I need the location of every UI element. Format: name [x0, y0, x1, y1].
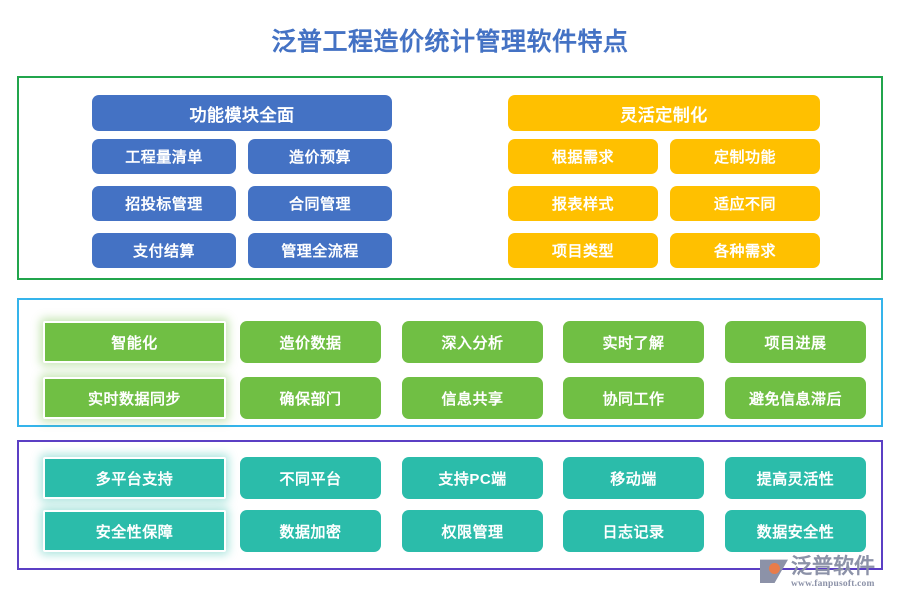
brand-name: 泛普软件	[791, 555, 875, 578]
fanpu-logo-icon	[760, 559, 788, 583]
card-core-orange-r2c2[interactable]: 适应不同	[670, 186, 820, 221]
card-platform-r2c1[interactable]: 安全性保障	[43, 510, 226, 552]
card-platform-r2c2[interactable]: 数据加密	[240, 510, 381, 552]
card-platform-r1c4[interactable]: 移动端	[563, 457, 704, 499]
card-intel-r2c1[interactable]: 实时数据同步	[43, 377, 226, 419]
card-core-blue-r1c1[interactable]: 工程量清单	[92, 139, 236, 174]
card-platform-r1c1[interactable]: 多平台支持	[43, 457, 226, 499]
page-title: 泛普工程造价统计管理软件特点	[271, 28, 629, 56]
card-platform-r2c4[interactable]: 日志记录	[563, 510, 704, 552]
card-core-blue-r2c1[interactable]: 招投标管理	[92, 186, 236, 221]
card-intel-r1c3[interactable]: 深入分析	[402, 321, 543, 363]
card-intel-r1c2[interactable]: 造价数据	[240, 321, 381, 363]
card-intel-r2c2[interactable]: 确保部门	[240, 377, 381, 419]
card-core-orange-r3c1[interactable]: 项目类型	[508, 233, 658, 268]
brand-url: www.fanpusoft.com	[791, 579, 875, 589]
card-core-blue-r1c2[interactable]: 造价预算	[248, 139, 392, 174]
card-core-orange-header[interactable]: 灵活定制化	[508, 95, 820, 131]
card-platform-r2c5[interactable]: 数据安全性	[725, 510, 866, 552]
card-platform-r1c3[interactable]: 支持PC端	[402, 457, 543, 499]
card-core-orange-r1c2[interactable]: 定制功能	[670, 139, 820, 174]
card-core-orange-r2c1[interactable]: 报表样式	[508, 186, 658, 221]
card-core-orange-r3c2[interactable]: 各种需求	[670, 233, 820, 268]
card-intel-r2c3[interactable]: 信息共享	[402, 377, 543, 419]
card-core-blue-header[interactable]: 功能模块全面	[92, 95, 392, 131]
brand-logo: 泛普软件 www.fanpusoft.com	[760, 556, 896, 596]
card-core-blue-r3c1[interactable]: 支付结算	[92, 233, 236, 268]
card-intel-r1c4[interactable]: 实时了解	[563, 321, 704, 363]
card-core-blue-r3c2[interactable]: 管理全流程	[248, 233, 392, 268]
card-intel-r1c5[interactable]: 项目进展	[725, 321, 866, 363]
card-platform-r1c2[interactable]: 不同平台	[240, 457, 381, 499]
card-core-orange-r1c1[interactable]: 根据需求	[508, 139, 658, 174]
card-platform-r1c5[interactable]: 提高灵活性	[725, 457, 866, 499]
card-intel-r1c1[interactable]: 智能化	[43, 321, 226, 363]
card-intel-r2c5[interactable]: 避免信息滞后	[725, 377, 866, 419]
card-platform-r2c3[interactable]: 权限管理	[402, 510, 543, 552]
card-core-blue-r2c2[interactable]: 合同管理	[248, 186, 392, 221]
card-intel-r2c4[interactable]: 协同工作	[563, 377, 704, 419]
